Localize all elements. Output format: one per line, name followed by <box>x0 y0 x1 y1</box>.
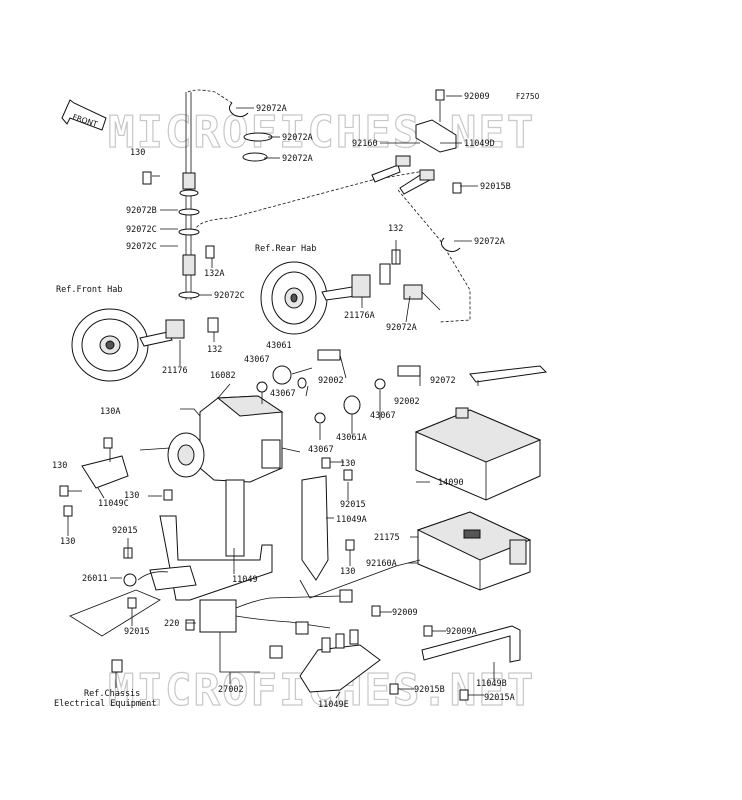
ring-92072C-1 <box>178 208 200 216</box>
label-92015B-2: 92015B <box>414 685 445 695</box>
label-21176: 21176 <box>162 366 188 376</box>
control-unit <box>416 511 532 591</box>
label-92072A-1: 92072A <box>256 104 287 114</box>
label-130-6: 130 <box>60 537 75 547</box>
label-92072C-2: 92072C <box>126 242 157 252</box>
label-130-2: 130 <box>340 459 355 469</box>
ref-chassis: Ref.Chassis <box>84 689 140 699</box>
label-130-3: 130 <box>340 567 355 577</box>
label-92072: 92072 <box>430 376 456 386</box>
cable-fitting-2 <box>182 254 196 276</box>
label-27002: 27002 <box>218 685 244 695</box>
label-43061A: 43061A <box>336 433 367 443</box>
label-92072C-1: 92072C <box>126 225 157 235</box>
label-92072C-3: 92072C <box>214 291 245 301</box>
ring-92072C-3 <box>178 291 200 299</box>
label-92015A: 92015A <box>484 693 515 703</box>
label-130A: 130A <box>100 407 120 417</box>
label-220: 220 <box>164 619 179 629</box>
bracket-11049B <box>421 625 521 663</box>
label-92072A-3: 92072A <box>282 154 313 164</box>
diagram-code: F2750 <box>516 92 540 101</box>
label-43067-2: 43067 <box>270 389 296 399</box>
label-92072B: 92072B <box>126 206 157 216</box>
cable-fitting-1 <box>182 172 196 190</box>
brackets <box>81 455 329 601</box>
label-11049E: 11049E <box>318 700 349 710</box>
label-132A: 132A <box>204 269 224 279</box>
ring-92072C-2 <box>178 228 200 236</box>
label-130-1: 130 <box>130 148 145 158</box>
front-arrow-icon: FRONT <box>61 99 107 131</box>
ring-92072B <box>179 189 199 197</box>
label-92002-2: 92002 <box>394 397 420 407</box>
label-11049D: 11049D <box>464 139 495 149</box>
label-130-4: 130 <box>52 461 67 471</box>
ecu-box <box>414 407 542 501</box>
ref-rear-hub: Ref.Rear Hab <box>255 244 316 254</box>
label-92072A-5: 92072A <box>386 323 417 333</box>
label-92009-1: 92009 <box>464 92 490 102</box>
label-92072A-2: 92072A <box>282 133 313 143</box>
label-92002-1: 92002 <box>318 376 344 386</box>
label-26011: 26011 <box>82 574 108 584</box>
label-92160A: 92160A <box>366 559 397 569</box>
ref-electrical-equipment: Electrical Equipment <box>54 699 156 709</box>
leader-lines <box>67 95 495 699</box>
label-92015B-1: 92015B <box>480 182 511 192</box>
part-labels: 92072A 92072A 92072A 92009 92160 11049D … <box>52 92 515 710</box>
label-11049A: 11049A <box>336 515 367 525</box>
label-43067-4: 43067 <box>308 445 334 455</box>
watermark-top: MICROFICHES.NET <box>108 107 535 158</box>
label-21175: 21175 <box>374 533 400 543</box>
label-21176A: 21176A <box>344 311 375 321</box>
label-16082: 16082 <box>210 371 236 381</box>
front-hub <box>71 308 185 382</box>
label-43067-3: 43067 <box>370 411 396 421</box>
label-132-1: 132 <box>207 345 222 355</box>
label-92072A-4: 92072A <box>474 237 505 247</box>
label-92009-2: 92009 <box>392 608 418 618</box>
label-14090: 14090 <box>438 478 464 488</box>
label-92015-3: 92015 <box>124 627 150 637</box>
label-92009A: 92009A <box>446 627 477 637</box>
label-92015-2: 92015 <box>112 526 138 536</box>
label-132-2: 132 <box>388 224 403 234</box>
label-130-5: 130 <box>124 491 139 501</box>
ref-front-hub: Ref.Front Hab <box>56 285 123 295</box>
label-11049B: 11049B <box>476 679 507 689</box>
abs-modulator <box>139 395 301 483</box>
strap-92072 <box>469 365 548 383</box>
label-11049C: 11049C <box>98 499 129 509</box>
wire-harness <box>123 571 353 673</box>
label-11049: 11049 <box>232 575 258 585</box>
label-92160: 92160 <box>352 139 378 149</box>
label-92015-1: 92015 <box>340 500 366 510</box>
cable-assembly <box>178 89 471 323</box>
label-43061: 43061 <box>266 341 292 351</box>
label-43067-1: 43067 <box>244 355 270 365</box>
bracket-11049D <box>415 89 462 194</box>
bracket-11049E <box>299 629 381 693</box>
rear-hub <box>260 261 441 335</box>
